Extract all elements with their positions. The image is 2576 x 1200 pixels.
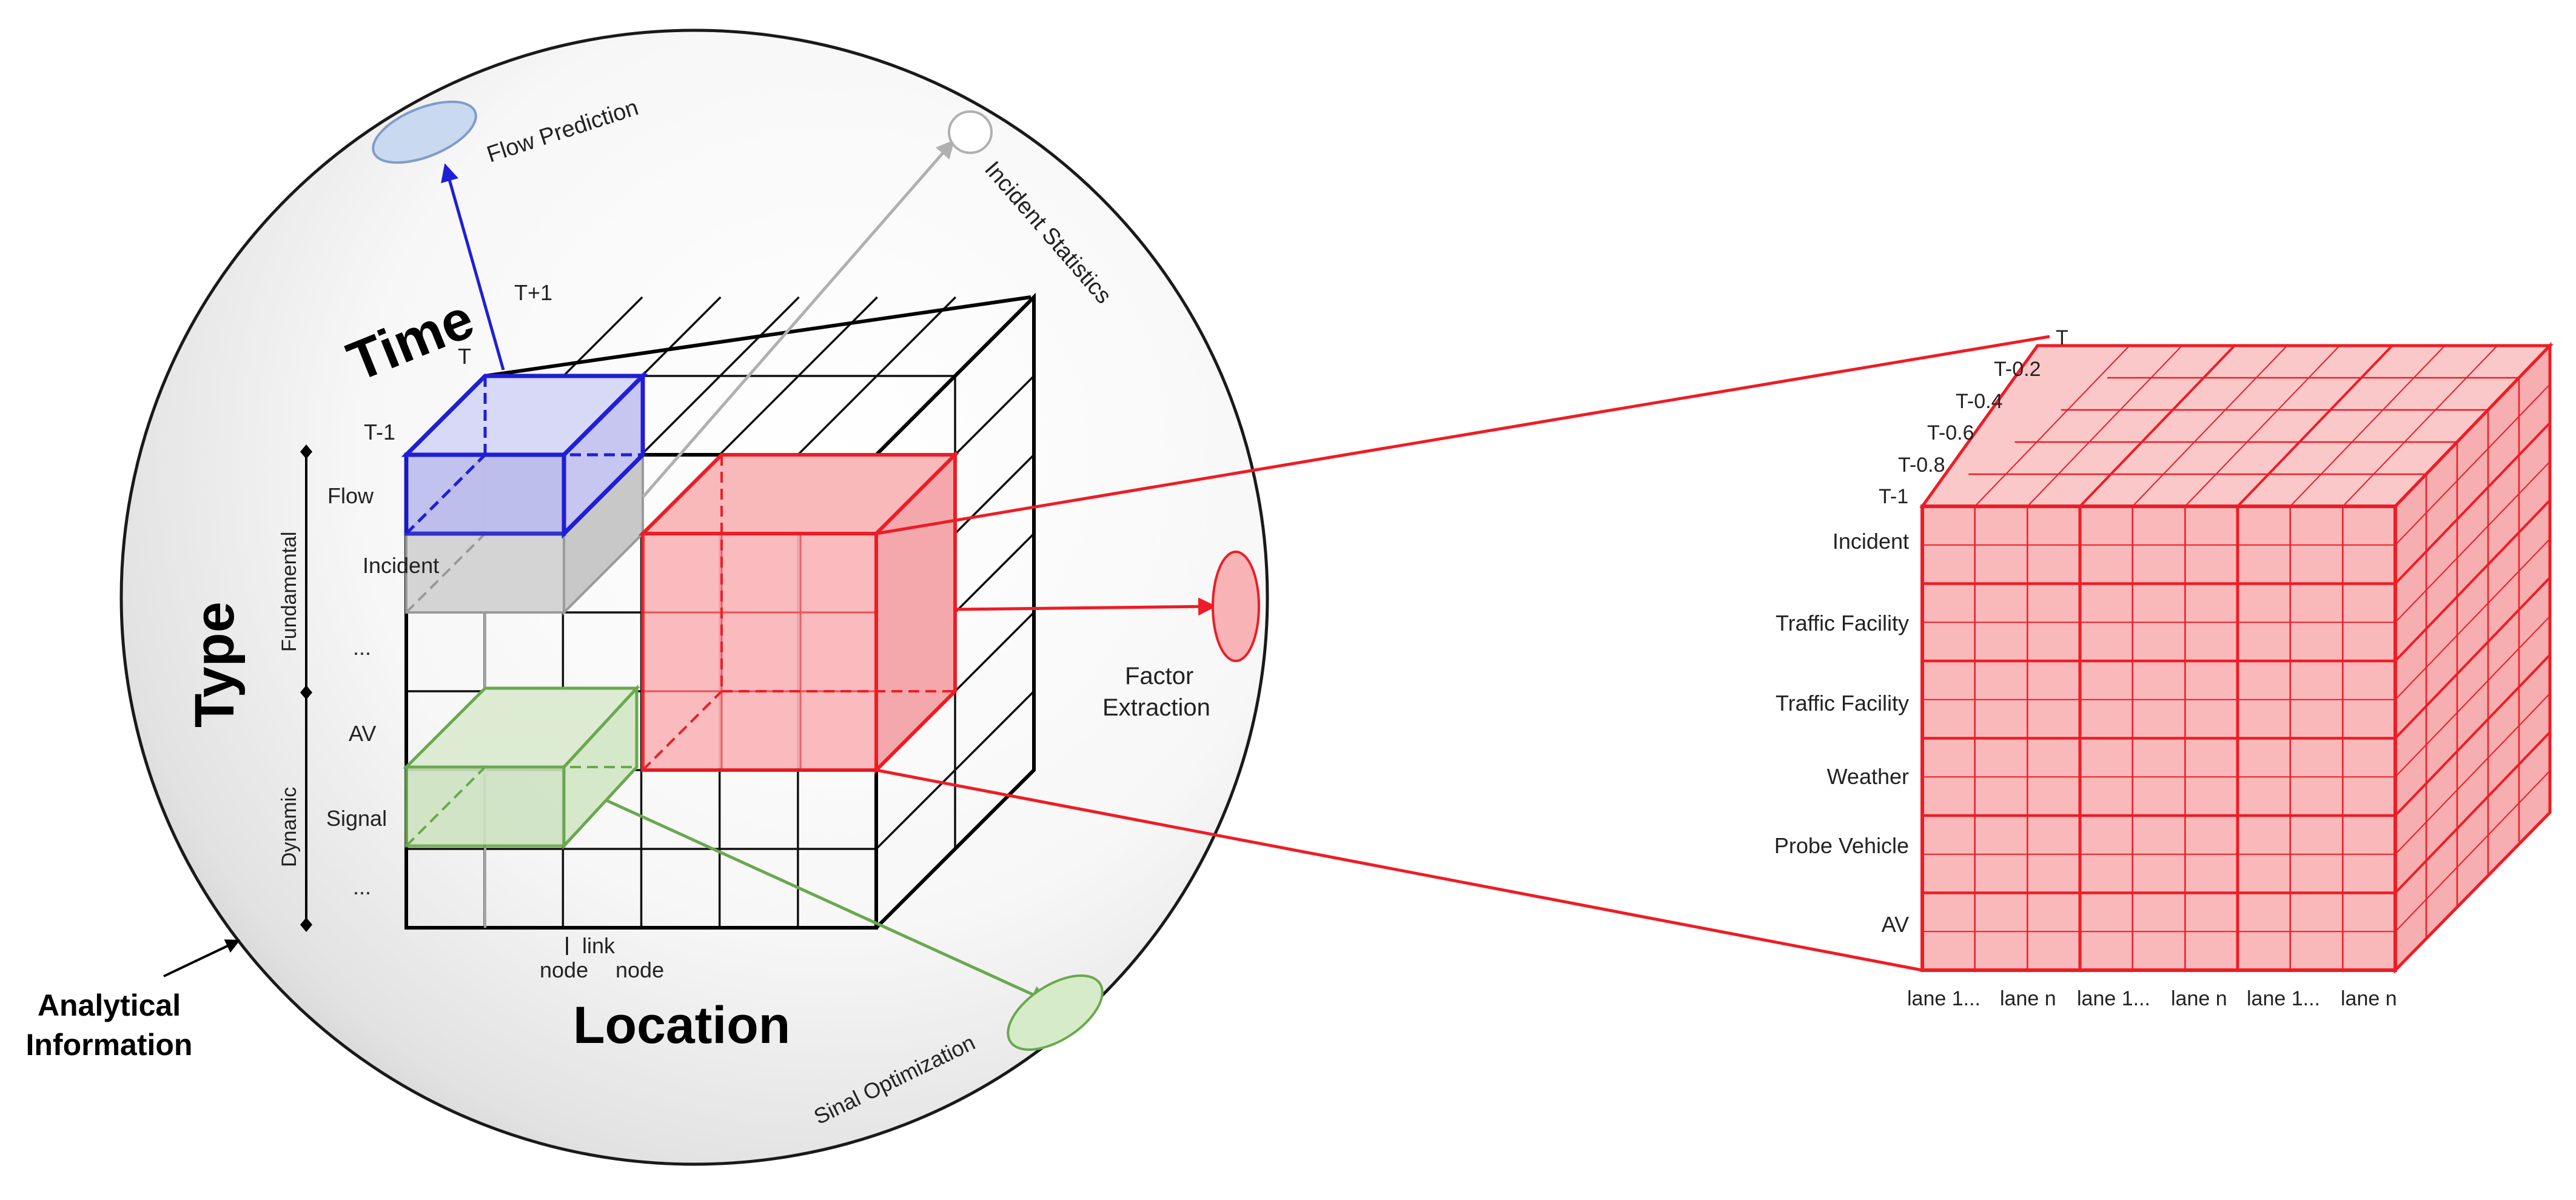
- grid-line: [2132, 345, 2288, 507]
- bracket-diamonds: [300, 444, 312, 932]
- location-label-node: node: [540, 957, 588, 982]
- detail-time-label: T-0.6: [1927, 421, 1974, 444]
- location-label-node: node: [615, 957, 664, 982]
- factor-extraction-ellipse: [1212, 551, 1260, 662]
- grid-line: [2079, 344, 2236, 508]
- grid-line: [2027, 345, 2183, 507]
- time-label-t: T: [458, 344, 471, 369]
- detail-row-label: Incident: [1833, 529, 1909, 554]
- detail-row-label: Weather: [1827, 764, 1909, 789]
- grid-line: [2395, 693, 2551, 855]
- type-item: Signal: [326, 806, 387, 831]
- detail-data-cube: [1919, 341, 2554, 974]
- incident-statistics-ellipse: [948, 110, 993, 154]
- detail-time-label: T-0.8: [1898, 454, 1945, 477]
- detail-time-label: T-1: [1879, 485, 1908, 508]
- location-axis-label: Location: [573, 996, 790, 1054]
- grid-line: [2236, 344, 2393, 508]
- detail-time-label: T-0.4: [1956, 390, 2002, 413]
- analytical-info-label: Analytical: [38, 988, 181, 1022]
- time-slice-block: [401, 370, 648, 539]
- type-item: AV: [349, 721, 376, 746]
- analytical-info-label: Information: [26, 1028, 193, 1062]
- grid-line: [1974, 345, 2130, 507]
- detail-lane-label: lane n: [2000, 987, 2056, 1010]
- type-group-fundamental: Fundamental: [278, 532, 301, 652]
- detail-row-label: Probe Vehicle: [1774, 833, 1909, 858]
- grid-line: [2395, 538, 2551, 700]
- zoom-line-top: [876, 335, 2050, 535]
- grid-line: [2394, 654, 2551, 817]
- detail-row-label: Traffic Facility: [1776, 691, 1909, 716]
- analytical-info-pointer: [163, 939, 241, 977]
- grid-line: [2394, 422, 2551, 585]
- signal-block: [402, 684, 640, 850]
- type-group-dynamic: Dynamic: [278, 787, 301, 867]
- type-axis-label: Type: [184, 602, 246, 728]
- grid-line: [2342, 345, 2498, 507]
- factor-extraction-arrow: [954, 597, 1216, 616]
- incident-statistics-arrow: [642, 139, 954, 498]
- time-label-t-plus-1: T+1: [514, 280, 552, 305]
- grid-line: [2394, 577, 2551, 739]
- detail-lane-label: lane 1...: [1907, 987, 1981, 1010]
- location-label-link: link: [582, 933, 615, 958]
- factor-extraction-label: Factor: [1125, 663, 1193, 689]
- zoom-line-bottom: [876, 768, 1923, 972]
- grid-line: [2394, 499, 2551, 662]
- signal-optimization-arrow: [605, 799, 1050, 1003]
- detail-row-label: AV: [1882, 912, 1909, 937]
- time-label-t-minus-1: T-1: [364, 420, 395, 444]
- type-item: Flow: [327, 483, 374, 508]
- grid-line: [2395, 384, 2551, 546]
- detail-lane-label: lane 1...: [2247, 987, 2320, 1010]
- grid-line: [2184, 345, 2341, 507]
- grid-line: [2289, 345, 2446, 507]
- detail-row-label: Traffic Facility: [1776, 611, 1909, 635]
- detail-lane-label: lane 1...: [2077, 987, 2150, 1010]
- detail-lane-label: lane n: [2341, 987, 2397, 1010]
- flow-prediction-ellipse: [372, 100, 477, 164]
- grid-line: [2395, 770, 2551, 932]
- type-item: ...: [353, 874, 371, 899]
- grid-line: [2394, 731, 2551, 894]
- grid-line: [2395, 615, 2551, 777]
- type-item: Incident: [363, 553, 439, 578]
- detail-time-label: T-0.2: [1994, 358, 2041, 381]
- factor-block: [638, 450, 960, 775]
- detail-cube-grid: [1922, 344, 2551, 970]
- flow-prediction-arrow: [441, 163, 505, 370]
- grid-line: [2395, 461, 2551, 623]
- detail-lane-label: lane n: [2171, 987, 2227, 1010]
- type-item: ...: [353, 635, 371, 660]
- factor-extraction-label: Extraction: [1102, 694, 1210, 721]
- detail-time-label: T: [2056, 326, 2068, 349]
- signal-optimization-ellipse: [1007, 974, 1104, 1051]
